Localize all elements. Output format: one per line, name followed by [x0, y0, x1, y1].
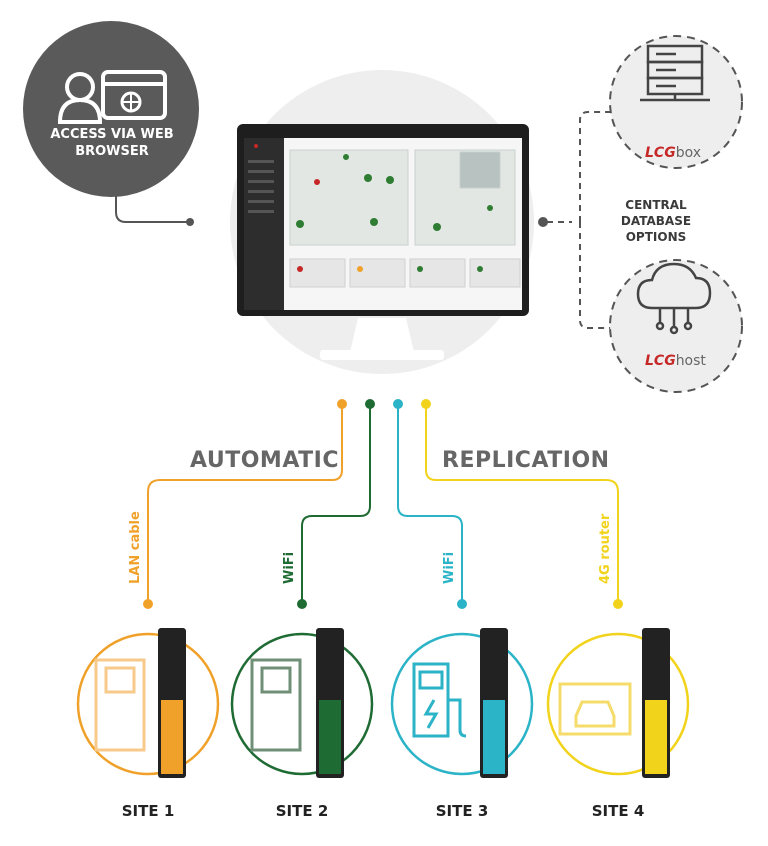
door-icon: [94, 658, 146, 752]
connection-lines: [147, 404, 619, 604]
user-icon: [57, 72, 103, 124]
database-connector: [538, 111, 612, 329]
cloud-icon: [636, 262, 712, 335]
site-2-graphic: [230, 628, 374, 778]
sidebar-lines: [248, 160, 274, 213]
site-4-graphic: [546, 628, 690, 778]
browser-window-icon: [101, 70, 167, 120]
connection-label-4: 4G router: [598, 513, 613, 584]
site-3-label: SITE 3: [435, 802, 489, 820]
screen-cards: [289, 258, 521, 288]
connection-label-3: WiFi: [442, 551, 457, 584]
monitor: [230, 70, 534, 374]
database-options-label: CENTRAL DATABASE OPTIONS: [596, 197, 716, 245]
access-line-1: ACCESS VIA WEB: [50, 127, 174, 142]
db-line-1: CENTRAL: [625, 198, 687, 212]
floor-plan: [289, 149, 516, 246]
site-2-label: SITE 2: [275, 802, 329, 820]
garage-car-icon: [558, 682, 632, 736]
db-line-3: OPTIONS: [625, 230, 687, 244]
site-1-label: SITE 1: [121, 802, 175, 820]
site-3-graphic: [390, 628, 534, 778]
door-icon: [250, 658, 302, 752]
site-4-label: SITE 4: [591, 802, 645, 820]
logbox-logo: LCGbox: [645, 145, 701, 161]
loghost-option: [609, 259, 743, 393]
automatic-label: AUTOMATIC: [190, 448, 339, 473]
loghost-logo: LCGhost: [645, 353, 706, 369]
access-badge: [23, 21, 199, 226]
server-icon: [640, 44, 710, 102]
connection-label-1: LAN cable: [128, 511, 143, 584]
connection-label-2: WiFi: [282, 551, 297, 584]
site-1-graphic: [76, 628, 220, 778]
access-label: ACCESS VIA WEB BROWSER: [28, 126, 196, 160]
logbox-option: [609, 35, 743, 169]
status-dots: [296, 154, 493, 231]
access-line-2: BROWSER: [75, 144, 149, 159]
replication-label: REPLICATION: [442, 448, 610, 473]
db-line-2: DATABASE: [620, 214, 692, 228]
ev-charger-icon: [412, 662, 467, 738]
connection-dots: [143, 399, 623, 609]
